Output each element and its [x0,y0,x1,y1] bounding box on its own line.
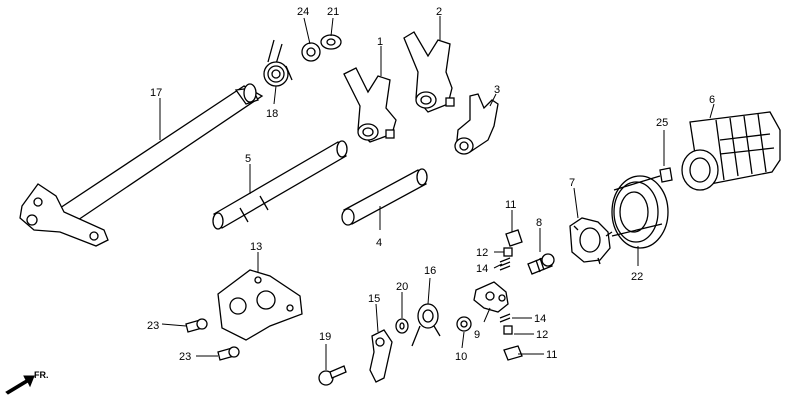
part-label-7: 7 [569,177,575,189]
part-label-23-upper: 23 [147,320,159,332]
shift-fork-right [454,93,499,155]
part-label-14-upper: 14 [476,263,488,275]
part-label-10: 10 [455,351,467,363]
dowel-pin [659,167,673,183]
fork-shaft-long [212,140,348,230]
shift-fork-center [343,67,397,143]
part-label-11-lower: 11 [546,349,557,361]
part-label-12-lower: 12 [536,329,548,341]
part-label-16: 16 [424,265,436,277]
bearing [611,175,669,249]
part-label-3: 3 [494,84,500,96]
pawl-pin-lower [503,325,513,335]
part-label-21: 21 [327,6,339,18]
part-label-19: 19 [319,331,331,343]
spring-collar [395,318,409,334]
pawl-spring-lower [499,313,511,323]
part-label-13: 13 [250,241,262,253]
fork-shaft-short [341,168,428,226]
part-label-6: 6 [709,94,715,106]
collar [301,42,321,62]
part-label-18: 18 [266,108,278,120]
part-label-15: 15 [368,293,380,305]
front-direction-arrow [5,375,35,395]
part-label-5: 5 [245,153,251,165]
washer [320,34,342,50]
stopper-arm [473,281,509,313]
drum-center [569,217,613,265]
shift-arm [369,329,393,383]
part-label-23-lower: 23 [179,351,191,363]
shift-arm-bolt [318,365,347,386]
part-label-2: 2 [436,6,442,18]
bolt-upper [185,318,208,333]
part-label-17: 17 [150,87,162,99]
part-label-24: 24 [297,6,309,18]
part-label-4: 4 [376,237,382,249]
pawl-spring-upper [499,257,511,271]
part-label-11-upper: 11 [505,199,516,211]
part-label-9: 9 [474,329,480,341]
part-label-8: 8 [536,217,542,229]
return-spring [263,39,293,87]
guide-plate [217,269,303,341]
part-label-14-lower: 14 [534,313,546,325]
stopper-spring [411,303,441,347]
callout-leaders [159,16,715,370]
part-label-1: 1 [377,36,383,48]
collar-bolt [456,316,472,332]
ratchet-pawl-lower [503,345,523,361]
part-label-12-upper: 12 [476,247,488,259]
drum-center-bolt [527,253,555,275]
part-label-20: 20 [396,281,408,293]
ratchet-pawl-upper [505,229,523,247]
part-label-25: 25 [656,117,668,129]
part-label-22: 22 [631,271,643,283]
bolt-lower [217,346,240,361]
pawl-pin-upper [503,247,513,257]
shift-drum [681,111,781,191]
shift-fork-left [403,31,455,113]
front-marker-label: FR. [34,370,49,380]
gearshift-spindle [19,83,264,247]
